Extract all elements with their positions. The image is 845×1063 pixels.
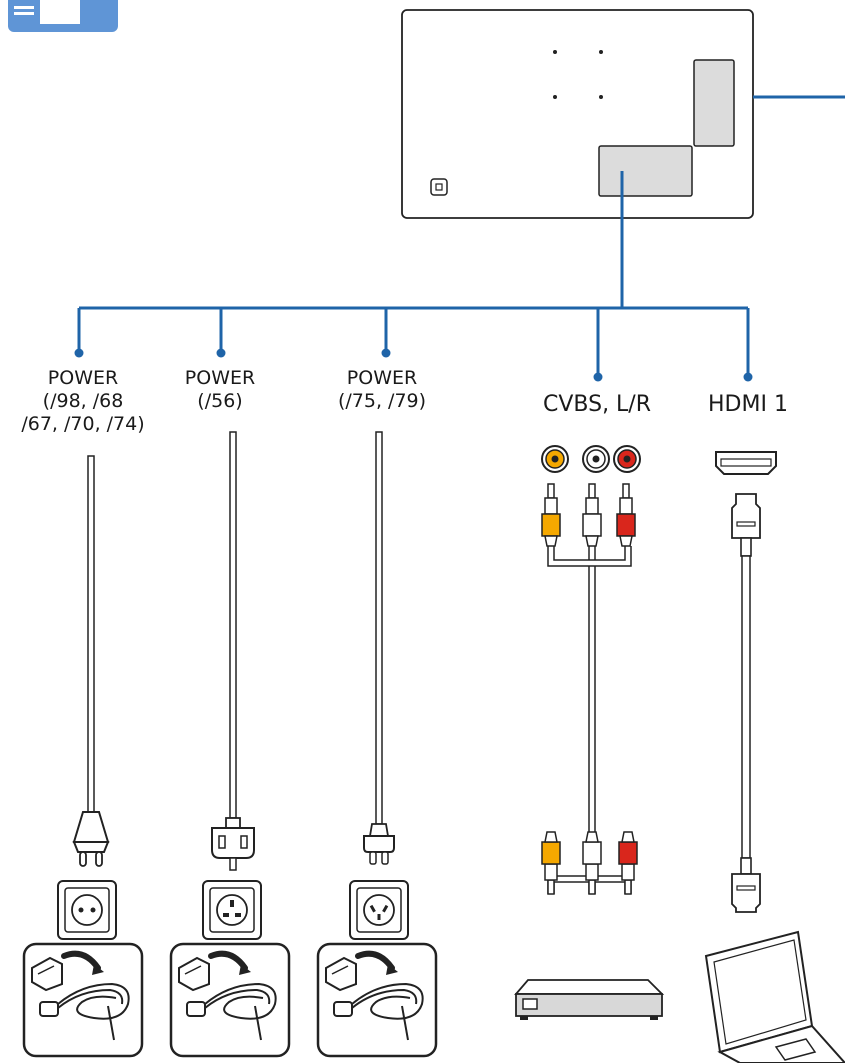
power-label-b-line1: POWER: [184, 367, 256, 389]
socket-icon: [202, 880, 262, 940]
power-cord-icon: [24, 944, 142, 1056]
power-label-a-line1: POWER: [47, 367, 119, 389]
power-cable-b: [171, 431, 289, 1056]
tv-back-icon: [401, 9, 754, 219]
power-label-b-line2: (/56): [197, 390, 243, 413]
power-label-a-line3: /67, /70, /74): [21, 413, 145, 436]
connector-lines: [77, 95, 845, 376]
power-cable-a: [24, 455, 142, 1056]
cvbs-cable: [514, 445, 665, 1020]
hdmi-plug-icon: [731, 493, 761, 557]
socket-icon: [57, 880, 117, 940]
socket-icon: [349, 880, 409, 940]
rca-jack-icon: [541, 445, 641, 473]
hdmi-plug-icon: [731, 857, 761, 913]
power-cable-c: [318, 431, 436, 1056]
rca-plug-icon: [541, 483, 636, 547]
power-label-c-line1: POWER: [346, 367, 418, 389]
av-receiver-icon: [514, 979, 665, 1020]
power-label-c: POWER (/75, /79): [320, 367, 444, 413]
hdmi-label: HDMI 1: [708, 392, 788, 417]
hdmi-cable: [704, 451, 845, 1063]
power-label-b: POWER (/56): [160, 367, 280, 413]
power-label-a: POWER (/98, /68 /67, /70, /74): [0, 367, 168, 437]
cvbs-label: CVBS, L/R: [542, 392, 652, 417]
eu-plug-icon: [72, 811, 110, 867]
power-cord-icon: [318, 944, 436, 1056]
au-plug-icon: [363, 823, 395, 865]
uk-plug-icon: [211, 817, 255, 871]
hdmi-port-icon: [715, 451, 777, 475]
header-icon: [8, 0, 118, 32]
power-cord-icon: [171, 944, 289, 1056]
rca-plug-icon: [541, 831, 638, 895]
power-label-c-line2: (/75, /79): [337, 390, 427, 413]
laptop-icon: [704, 930, 845, 1063]
power-label-a-line2: (/98, /68: [42, 390, 124, 413]
